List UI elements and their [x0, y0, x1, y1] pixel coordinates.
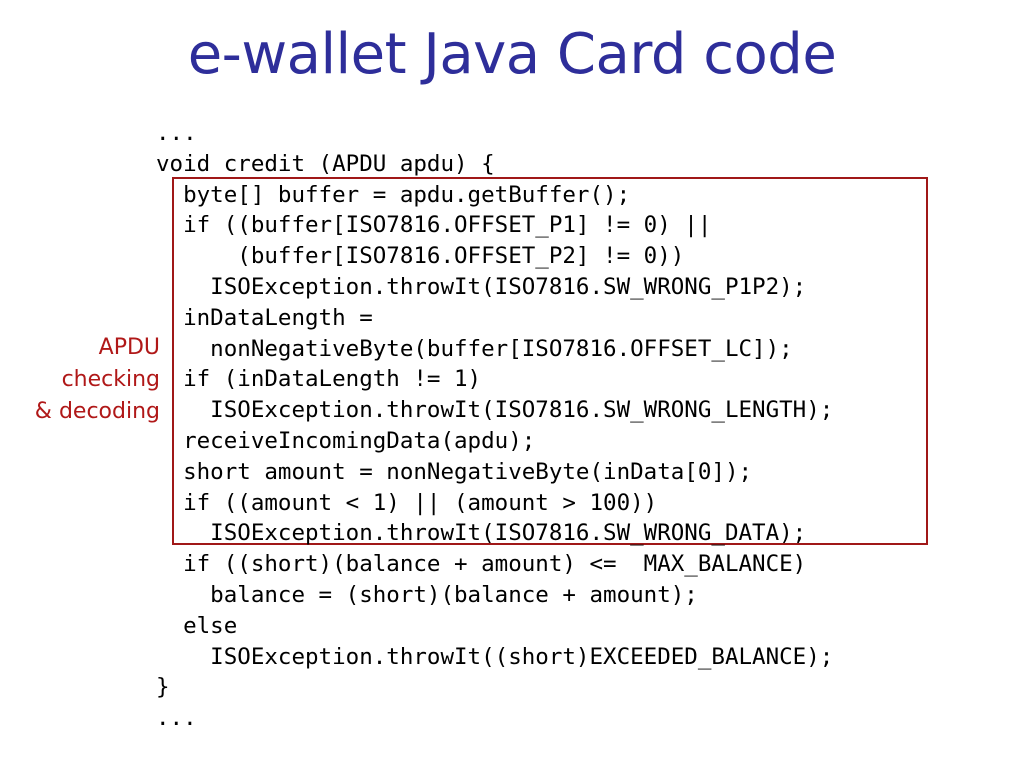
code-line: if ((amount < 1) || (amount > 100)) — [156, 489, 658, 516]
code-line: (buffer[ISO7816.OFFSET_P2] != 0)) — [156, 243, 685, 270]
annotation-line: checking — [61, 367, 160, 392]
code-line: } — [156, 674, 170, 701]
apdu-checking-highlight-box — [172, 177, 928, 545]
annotation-label: APDU checking & decoding — [35, 332, 160, 428]
code-line: receiveIncomingData(apdu); — [156, 427, 536, 454]
slide-title: e-wallet Java Card code — [187, 22, 837, 87]
code-line: else — [156, 612, 238, 639]
annotation-line: APDU — [98, 335, 160, 360]
code-line: if ((short)(balance + amount) <= MAX_BAL… — [156, 551, 807, 578]
code-line: ... — [156, 120, 197, 146]
code-line: ISOException.throwIt((short)EXCEEDED_BAL… — [156, 643, 834, 670]
code-line: void credit (APDU apdu) { — [156, 150, 495, 177]
code-line: if (inDataLength != 1) — [156, 366, 482, 393]
code-line: ISOException.throwIt(ISO7816.SW_WRONG_DA… — [156, 520, 807, 547]
code-line: nonNegativeByte(buffer[ISO7816.OFFSET_LC… — [156, 335, 793, 362]
code-line: if ((buffer[ISO7816.OFFSET_P1] != 0) || — [156, 212, 712, 239]
code-line: inDataLength = — [156, 304, 373, 331]
annotation-line: & decoding — [34, 399, 160, 424]
code-line: ... — [156, 705, 197, 732]
code-line: short amount = nonNegativeByte(inData[0]… — [156, 458, 753, 485]
code-line: ISOException.throwIt(ISO7816.SW_WRONG_LE… — [156, 397, 834, 424]
code-line: balance = (short)(balance + amount); — [156, 581, 698, 608]
code-line: byte[] buffer = apdu.getBuffer(); — [156, 181, 631, 208]
code-block: ... void credit (APDU apdu) { byte[] buf… — [156, 118, 833, 734]
code-line: ISOException.throwIt(ISO7816.SW_WRONG_P1… — [156, 273, 807, 300]
